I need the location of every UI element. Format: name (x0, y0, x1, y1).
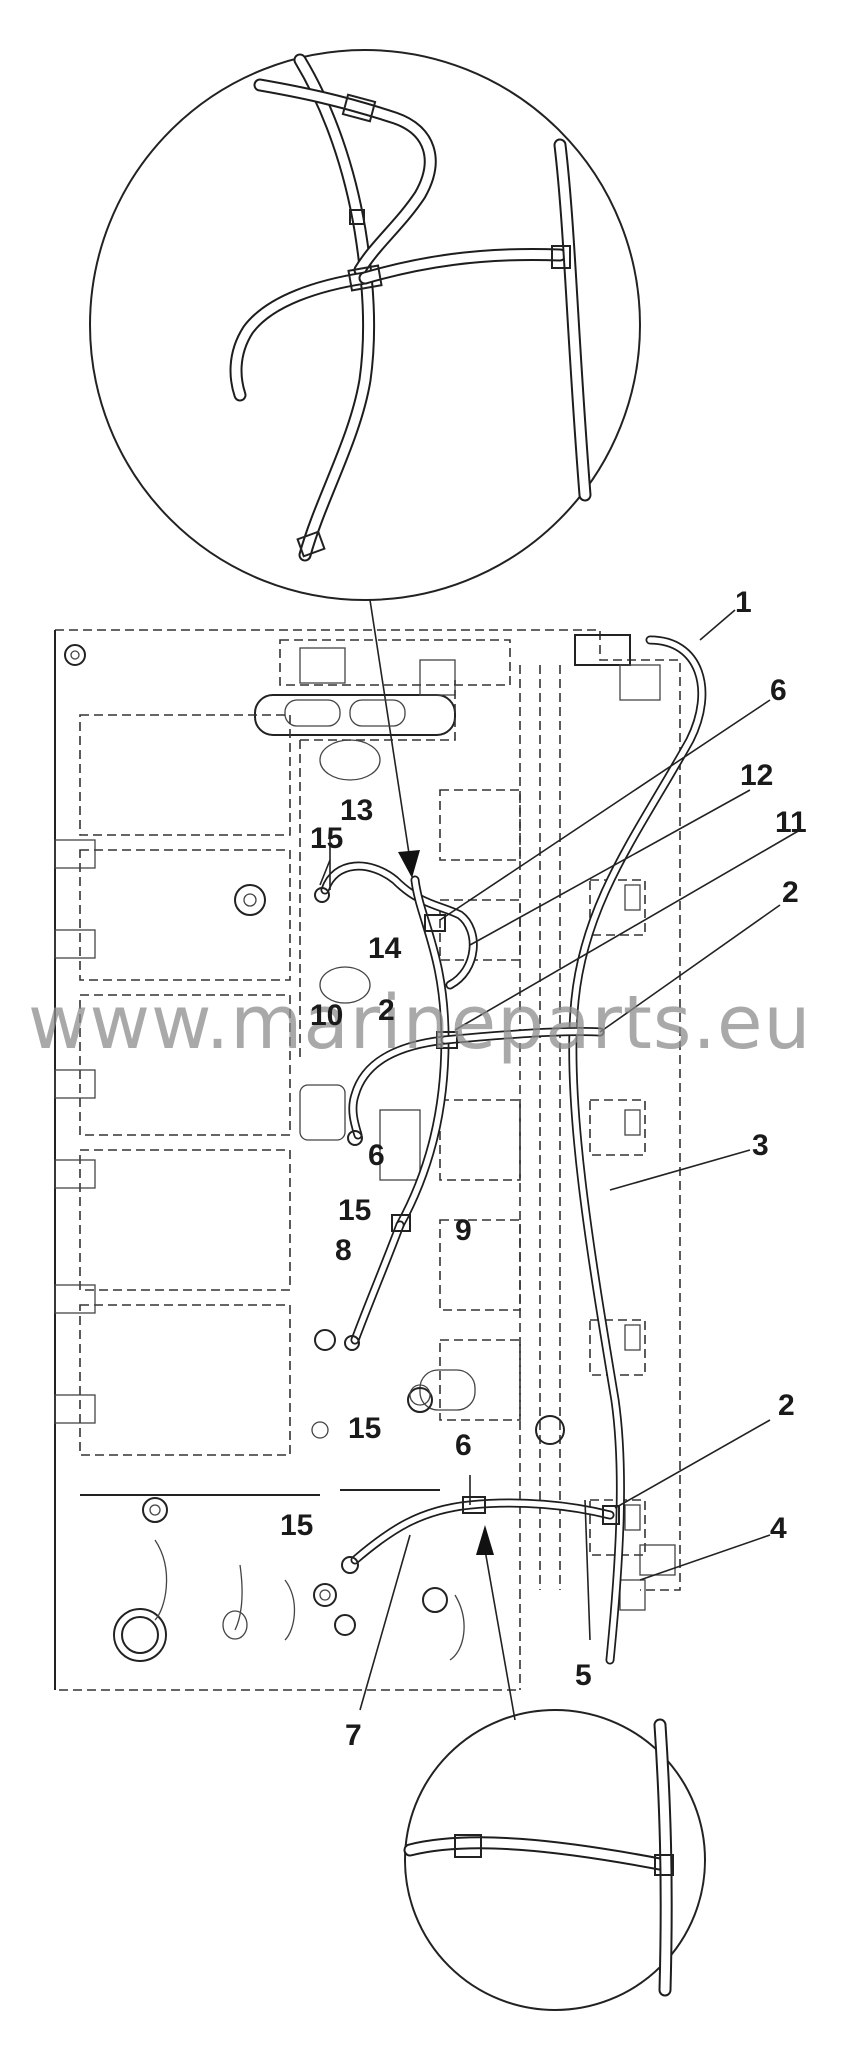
callout-10: 10 (310, 999, 343, 1032)
callout-15: 15 (338, 1194, 371, 1227)
leader-lines (319, 609, 801, 1711)
hose-system (314, 635, 707, 1665)
callout-6: 6 (770, 674, 787, 707)
callout-3: 3 (752, 1129, 769, 1162)
callout-11: 11 (775, 806, 807, 839)
callout-2: 2 (778, 1389, 795, 1422)
pointer-arrow-up-icon (476, 1525, 494, 1555)
callout-4: 4 (770, 1512, 787, 1545)
watermark-text: www.marineparts.eu (28, 980, 811, 1066)
bottom-pointer-line (484, 1549, 516, 1721)
callout-14: 14 (368, 932, 402, 965)
callout-7: 7 (345, 1719, 362, 1752)
callout-12: 12 (740, 759, 773, 792)
top-detail-view (89, 49, 641, 601)
callout-15: 15 (280, 1509, 313, 1542)
engine-block (54, 629, 681, 1691)
callout-5: 5 (575, 1659, 592, 1692)
callout-2: 2 (782, 876, 799, 909)
callout-15: 15 (310, 822, 343, 855)
bottom-detail-view (403, 1709, 706, 2011)
callout-9: 9 (455, 1214, 472, 1247)
callout-13: 13 (340, 794, 373, 827)
pointer-arrow-icon (398, 850, 420, 878)
callout-2: 2 (378, 994, 395, 1027)
callout-labels: 1 6 12 11 2 13 15 14 10 2 6 15 9 3 8 15 … (280, 586, 807, 1752)
callout-8: 8 (335, 1234, 352, 1267)
top-pointer-line (369, 599, 411, 861)
callout-1: 1 (735, 586, 752, 619)
callout-6: 6 (455, 1429, 472, 1462)
callout-6: 6 (368, 1139, 385, 1172)
callout-15: 15 (348, 1412, 381, 1445)
